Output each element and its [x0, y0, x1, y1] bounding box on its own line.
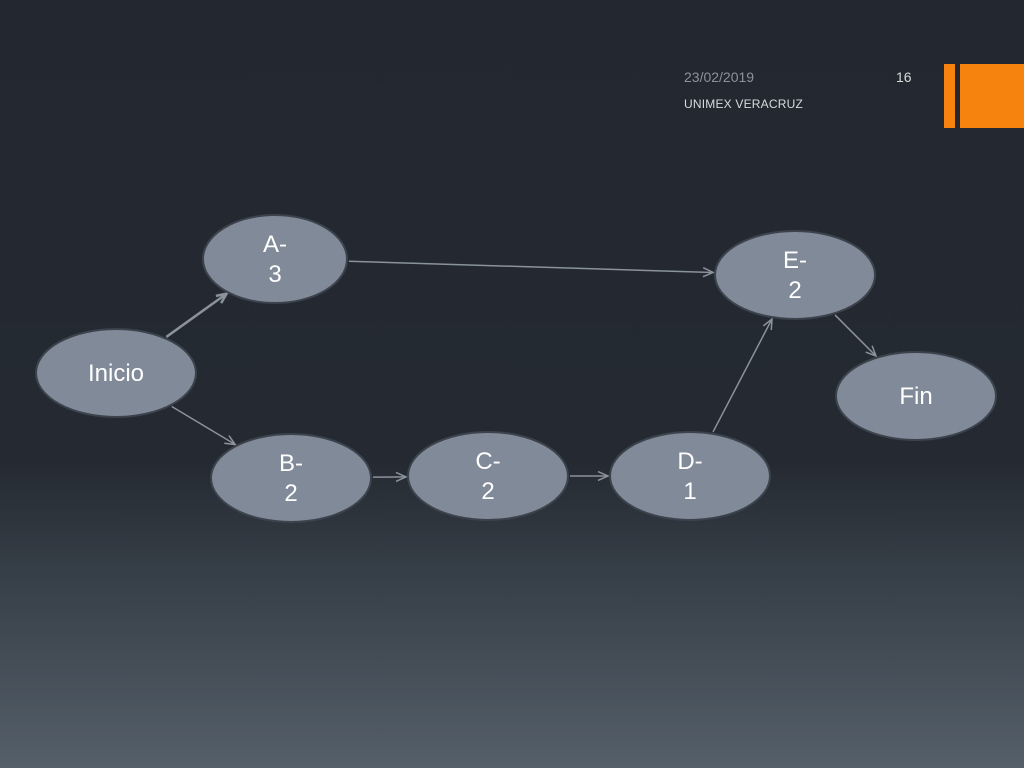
node-shape [407, 431, 569, 521]
edge-line [834, 314, 877, 357]
edge-c-to-d [570, 470, 610, 482]
node-c: C- 2 [407, 431, 569, 521]
edge-line [165, 292, 228, 338]
node-label: E- [783, 247, 807, 274]
slide-date: 23/02/2019 [684, 69, 755, 85]
node-e: E- 2 [714, 230, 876, 320]
edge-inicio-to-b [171, 405, 237, 446]
edge-d-to-e [712, 317, 773, 433]
node-fin: Fin [835, 351, 997, 441]
edge-e-to-fin [834, 314, 878, 358]
node-shape [835, 351, 997, 441]
edge-b-to-c [372, 471, 408, 483]
edge-a-to-e [348, 260, 715, 278]
node-shape [609, 431, 771, 521]
node-label: 1 [683, 478, 696, 505]
arrowhead-icon [597, 470, 610, 482]
edge-inicio-to-a [165, 291, 230, 338]
node-shape [202, 214, 348, 304]
arrowhead-icon [865, 345, 878, 358]
accent-bar-thin [944, 64, 955, 128]
node-label: 2 [284, 480, 297, 507]
arrowhead-icon [702, 267, 715, 278]
arrowhead-icon [215, 291, 230, 304]
node-label: Inicio [88, 360, 144, 387]
edges-layer [165, 260, 878, 483]
edge-line [348, 260, 714, 274]
accent-bar-thick [960, 64, 1024, 128]
node-label: C- [475, 448, 500, 475]
edge-line [712, 318, 773, 433]
slide-organization: UNIMEX VERACRUZ [684, 97, 804, 111]
node-shape [714, 230, 876, 320]
node-a: A- 3 [202, 214, 348, 304]
node-inicio: Inicio [35, 328, 197, 418]
node-d: D- 1 [609, 431, 771, 521]
node-shape [210, 433, 372, 523]
node-label: Fin [899, 383, 932, 410]
arrowhead-icon [395, 471, 408, 483]
node-label: A- [263, 231, 287, 258]
node-b: B- 2 [210, 433, 372, 523]
edge-line [171, 405, 236, 446]
slide-page-number: 16 [896, 69, 912, 85]
node-label: 2 [481, 478, 494, 505]
node-shape [35, 328, 197, 418]
node-label: 3 [268, 261, 281, 288]
node-label: B- [279, 450, 303, 477]
arrowhead-icon [224, 435, 237, 446]
node-label: D- [677, 448, 702, 475]
arrowhead-icon [762, 317, 773, 331]
node-label: 2 [788, 277, 801, 304]
